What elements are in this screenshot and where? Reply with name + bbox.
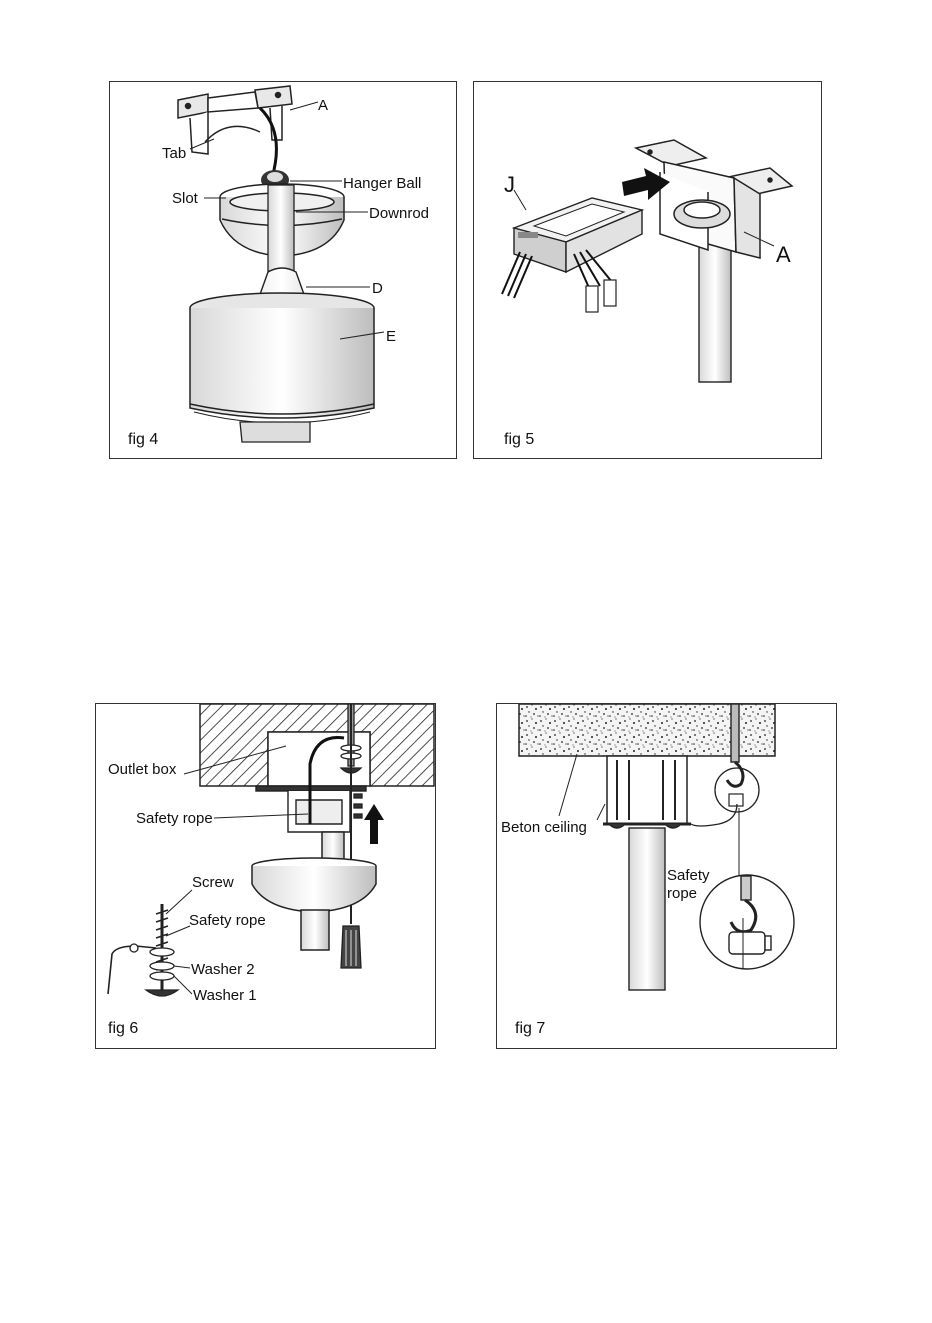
figure-6-panel: Outlet box Safety rope Screw Safety rope…: [95, 703, 436, 1049]
figure-caption: fig 7: [515, 1020, 545, 1037]
figure-4-illustration: A Tab Hanger Ball Slot Downrod D E fig 4: [110, 82, 457, 459]
label-downrod: Downrod: [369, 205, 429, 222]
label-screw: Screw: [192, 874, 234, 891]
up-arrow-icon: [364, 804, 384, 844]
screw-detail: [108, 904, 178, 996]
downrod: [699, 232, 731, 382]
figure-5-illustration: J A fig 5: [474, 82, 822, 459]
label-safety: Safety: [667, 867, 710, 884]
figure-6-illustration: Outlet box Safety rope Screw Safety rope…: [96, 704, 436, 1049]
label-slot: Slot: [172, 190, 199, 207]
label-safety-rope-detail: Safety rope: [189, 912, 266, 929]
label-washer-1: Washer 1: [193, 987, 257, 1004]
label-e: E: [386, 328, 396, 345]
safety-rope: [691, 804, 737, 826]
label-a: A: [318, 97, 328, 114]
label-outlet-box: Outlet box: [108, 761, 177, 778]
label-j: J: [504, 172, 515, 197]
figure-caption: fig 5: [504, 431, 534, 448]
wire-connectors: [586, 280, 616, 312]
label-d: D: [372, 280, 383, 297]
label-a: A: [776, 242, 791, 267]
mounting-bracket: [603, 756, 691, 828]
hook-detail-enlarged: [700, 875, 794, 969]
figure-4-panel: A Tab Hanger Ball Slot Downrod D E fig 4: [109, 81, 457, 459]
label-washer-2: Washer 2: [191, 961, 255, 978]
bottom-bracket: [240, 422, 310, 442]
label-rope: rope: [667, 885, 697, 902]
mounting-bracket: [636, 140, 792, 258]
label-safety-rope: Safety rope: [136, 810, 213, 827]
figure-caption: fig 4: [128, 431, 158, 448]
figure-caption: fig 6: [108, 1020, 138, 1037]
label-tab: Tab: [162, 145, 186, 162]
downrod: [629, 828, 665, 990]
label-hanger-ball: Hanger Ball: [343, 175, 421, 192]
downrod: [268, 185, 294, 271]
figure-7-illustration: Beton ceiling Safety rope fig 7: [497, 704, 837, 1049]
label-beton-ceiling: Beton ceiling: [501, 819, 587, 836]
motor-housing: [190, 293, 374, 423]
figure-7-panel: Beton ceiling Safety rope fig 7: [496, 703, 837, 1049]
figure-5-panel: J A fig 5: [473, 81, 822, 459]
leader-lines: [559, 754, 605, 820]
